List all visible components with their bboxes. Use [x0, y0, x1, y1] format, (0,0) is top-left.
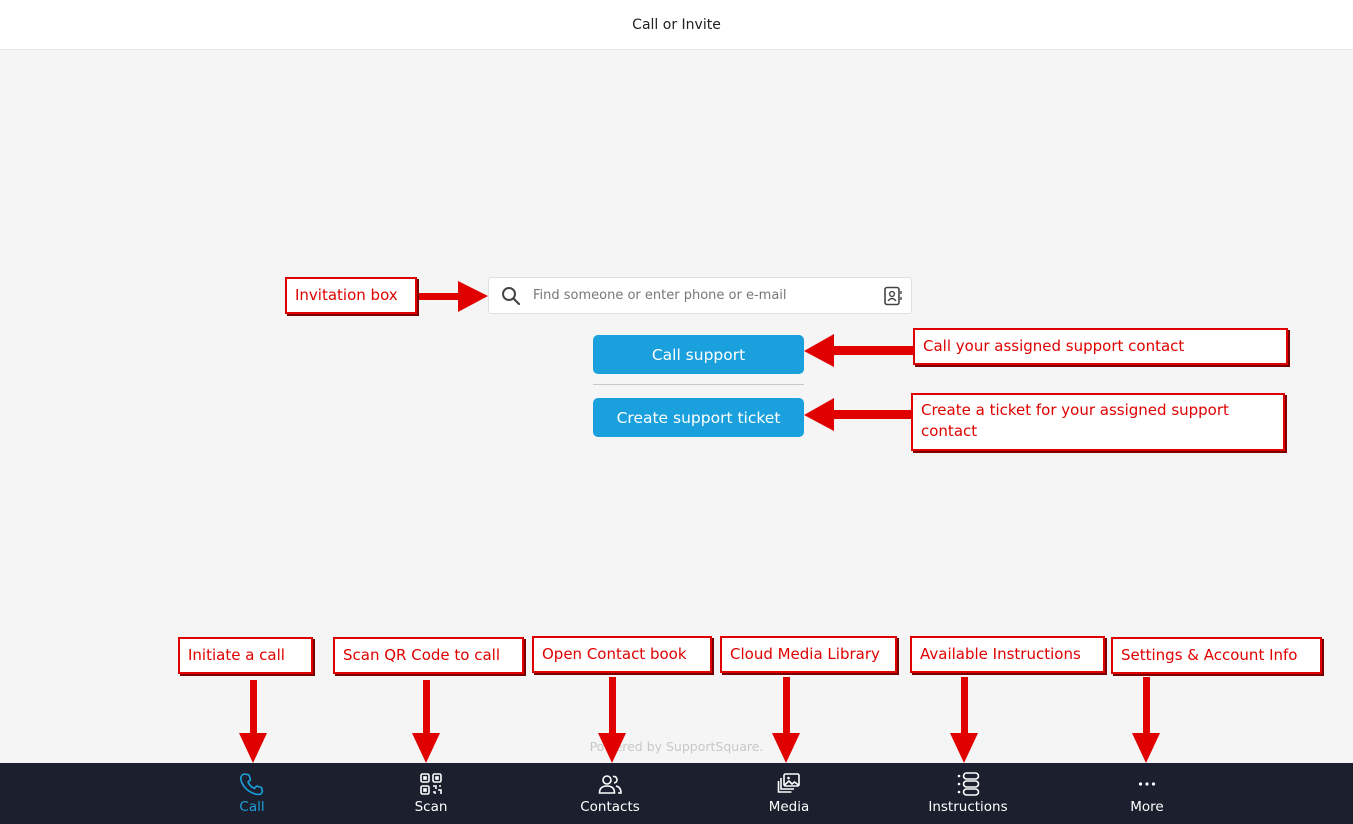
nav-item-media[interactable]: Media: [729, 763, 849, 824]
divider: [593, 384, 804, 385]
nav-item-scan[interactable]: Scan: [371, 763, 491, 824]
annotation-contact-book: Open Contact book: [532, 636, 712, 673]
nav-label: Contacts: [580, 799, 640, 815]
create-support-ticket-button[interactable]: Create support ticket: [593, 398, 804, 437]
qr-code-icon: [418, 771, 444, 797]
nav-label: Call: [239, 799, 265, 815]
nav-item-call[interactable]: Call: [192, 763, 312, 824]
arrow-call-support: [804, 334, 913, 367]
bottom-nav-bar: Call Scan Contacts Media Instructions Mo…: [0, 763, 1353, 824]
contact-book-icon[interactable]: [875, 278, 911, 313]
search-icon: [489, 278, 533, 313]
powered-by-text: Powered by SupportSquare.: [589, 739, 764, 754]
call-support-button[interactable]: Call support: [593, 335, 804, 374]
search-input[interactable]: [533, 278, 875, 313]
annotation-invitation-box: Invitation box: [285, 277, 417, 314]
annotation-call-support: Call your assigned support contact: [913, 328, 1288, 365]
nav-label: More: [1130, 799, 1164, 815]
annotation-media-library: Cloud Media Library: [720, 636, 897, 673]
annotation-instructions: Available Instructions: [910, 636, 1105, 673]
nav-label: Instructions: [928, 799, 1008, 815]
contacts-icon: [597, 771, 623, 797]
phone-icon: [239, 771, 265, 797]
annotation-scan-qr: Scan QR Code to call: [333, 637, 524, 674]
media-icon: [776, 771, 802, 797]
invitation-box[interactable]: [488, 277, 912, 314]
nav-item-contacts[interactable]: Contacts: [550, 763, 670, 824]
nav-item-instructions[interactable]: Instructions: [908, 763, 1028, 824]
page-title: Call or Invite: [632, 16, 721, 33]
arrow-create-ticket: [804, 398, 913, 431]
annotation-initiate-call: Initiate a call: [178, 637, 313, 674]
arrow-invitation-box: [417, 281, 488, 312]
nav-label: Scan: [414, 799, 448, 815]
top-bar: Call or Invite: [0, 0, 1353, 50]
nav-label: Media: [768, 799, 810, 815]
nav-item-more[interactable]: More: [1087, 763, 1207, 824]
instructions-icon: [955, 771, 981, 797]
annotation-create-ticket: Create a ticket for your assigned suppor…: [911, 393, 1285, 451]
more-icon: [1134, 771, 1160, 797]
annotation-settings: Settings & Account Info: [1111, 637, 1322, 674]
